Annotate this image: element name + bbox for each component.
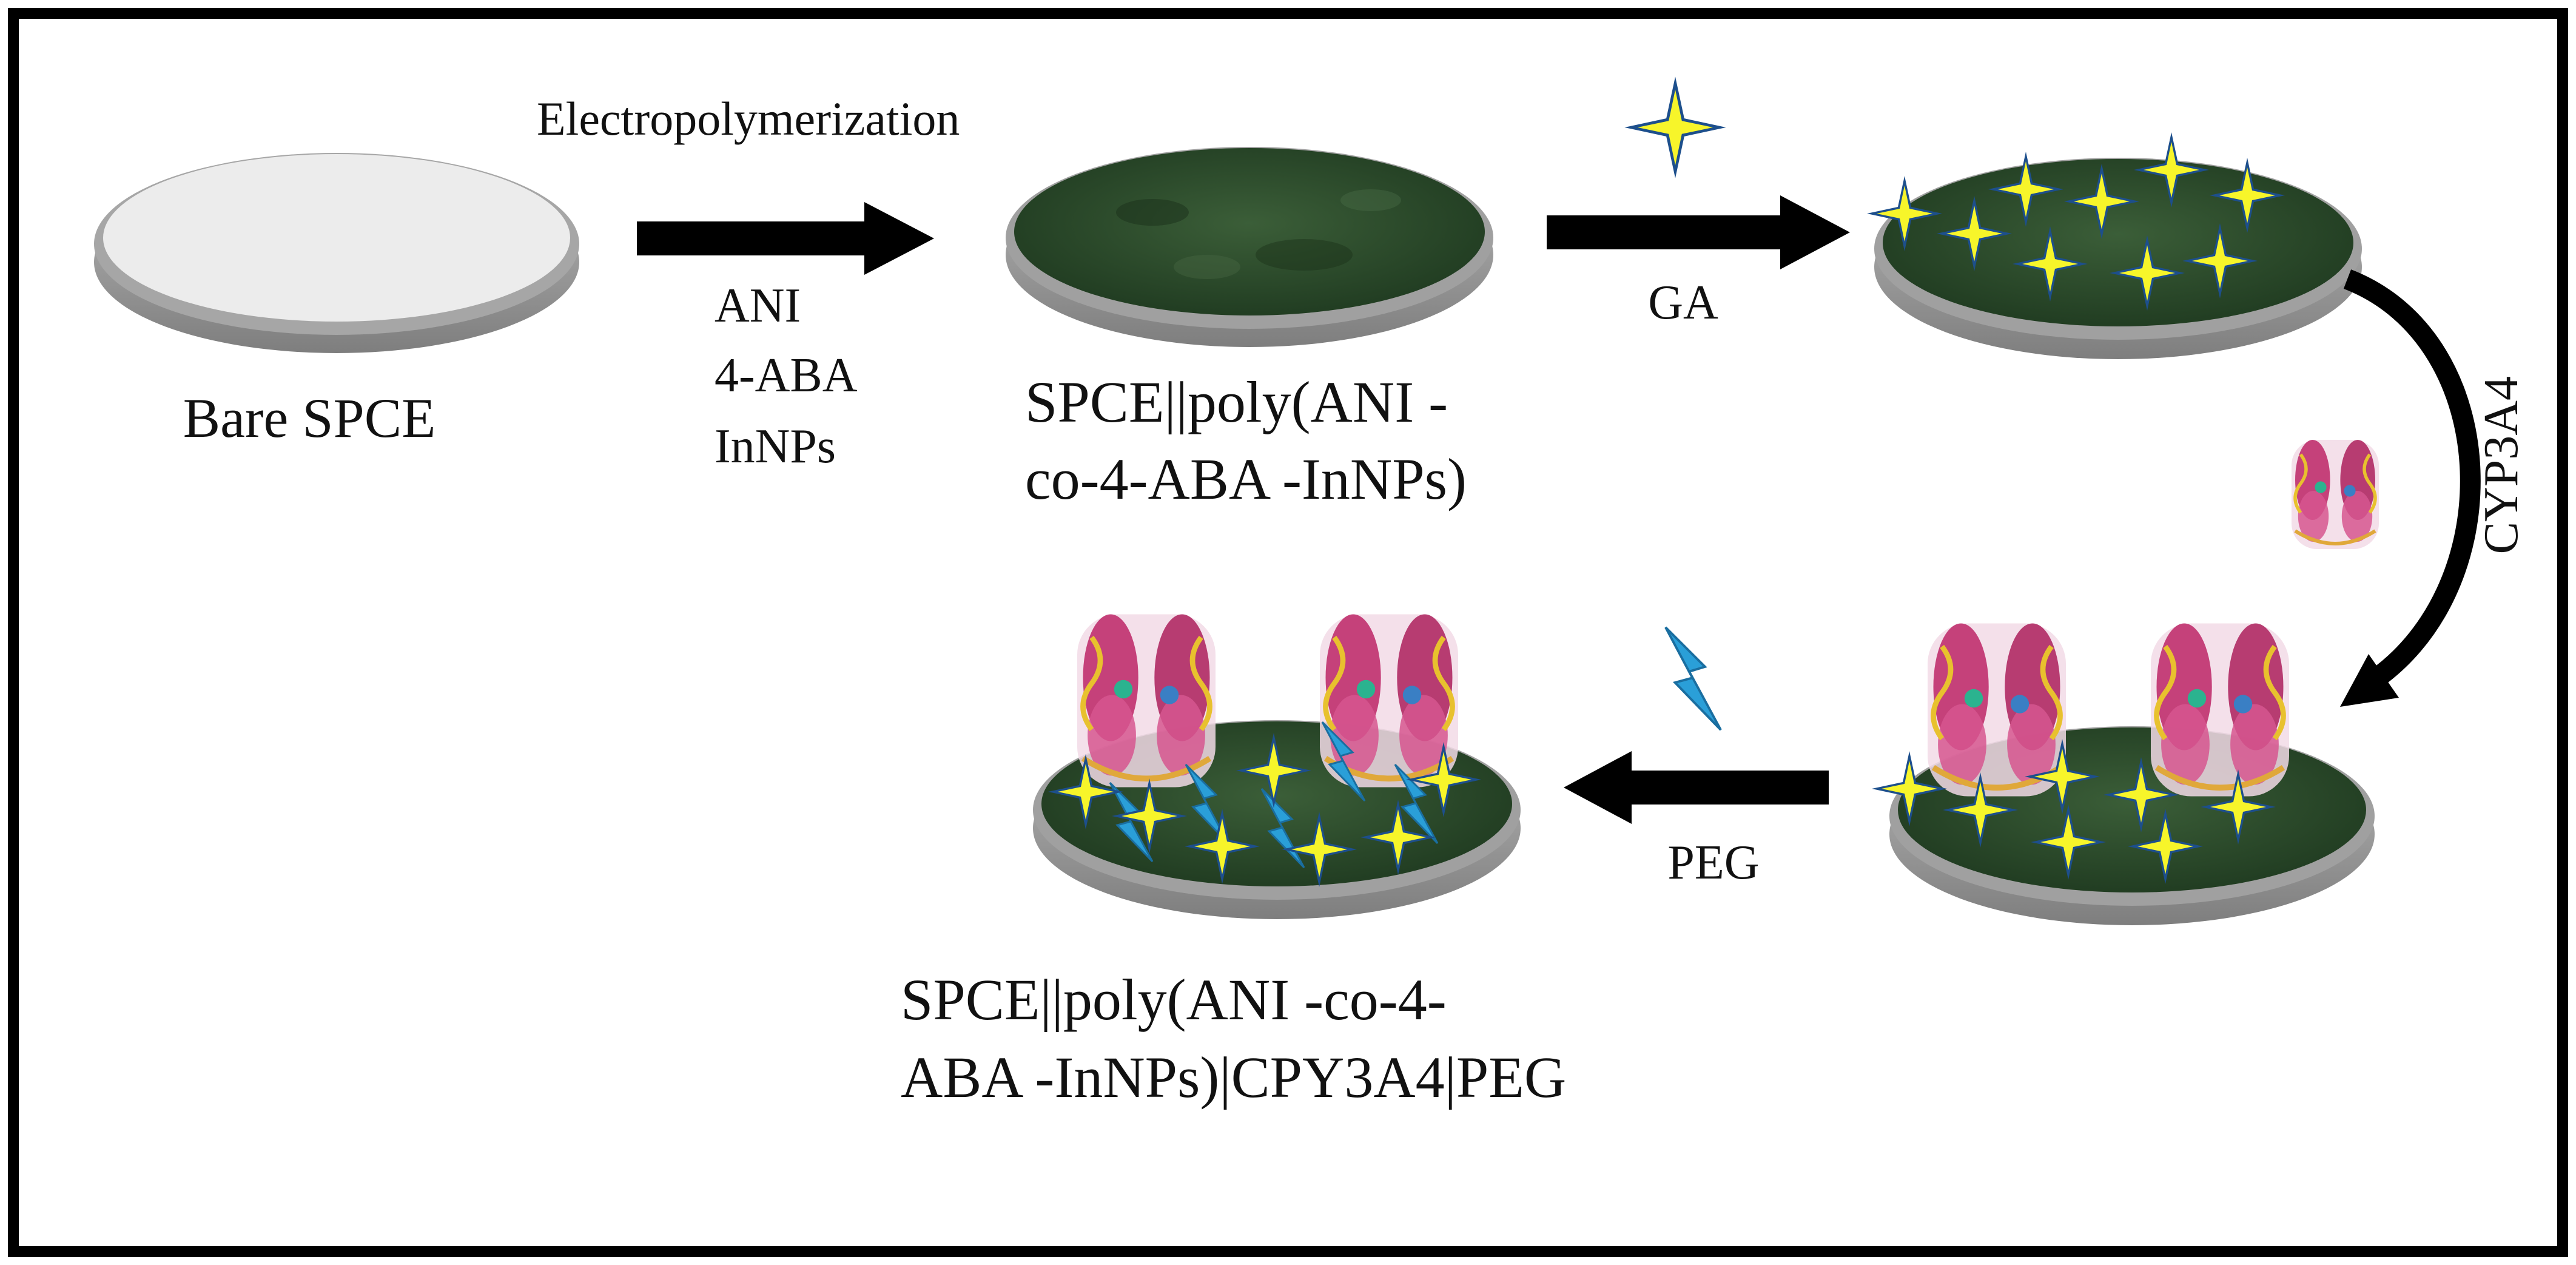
ga-activated-disc xyxy=(1867,132,2362,359)
electropolymerization-label: Electropolymerization xyxy=(537,92,960,145)
cyp3a4-curved-arrow xyxy=(2340,269,2481,707)
final-electrode-disc xyxy=(1033,615,1521,919)
final-label-line1: SPCE||poly(ANI -co-4- xyxy=(901,967,1447,1032)
ga-label: GA xyxy=(1648,276,1718,329)
reagent-4-aba: 4-ABA xyxy=(715,349,858,402)
bare-spce-label: Bare SPCE xyxy=(183,387,436,449)
bare-spce-disc xyxy=(94,153,579,353)
cyp3a4-label: CYP3A4 xyxy=(2475,376,2528,554)
peg-arrow xyxy=(1564,751,1829,824)
polymer-label-line1: SPCE||poly(ANI - xyxy=(1025,369,1448,434)
reagent-ani: ANI xyxy=(715,279,801,332)
ga-arrow xyxy=(1547,195,1850,269)
polymer-film-disc xyxy=(1006,147,1493,347)
electropolymerization-arrow xyxy=(637,202,934,275)
cyp3a4-protein-icon xyxy=(2292,440,2379,549)
final-label-line2: ABA -InNPs)|CPY3A4|PEG xyxy=(901,1045,1566,1110)
polymer-label-line2: co-4-ABA -InNPs) xyxy=(1025,447,1467,511)
peg-label: PEG xyxy=(1667,836,1759,889)
reagent-innps: InNPs xyxy=(715,420,836,473)
enzyme-disc xyxy=(1872,624,2375,925)
